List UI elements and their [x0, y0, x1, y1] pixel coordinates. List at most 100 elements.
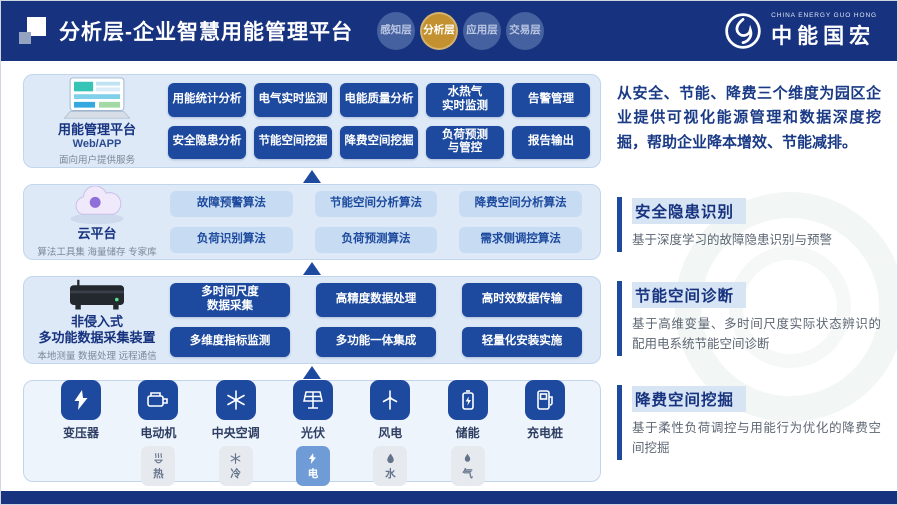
cloud-layer-row: 云平台 算法工具集 海量储存 专家库 故障预警算法 节能空间分析算法 降费空间分…	[23, 184, 601, 260]
electric-icon	[309, 452, 317, 464]
device-item: 储能 气	[435, 380, 501, 486]
collector-feature-grid: 多时间尺度 数据采集 高精度数据处理 高时效数据传输 多维度指标监测 多功能一体…	[168, 283, 590, 357]
info-section-desc: 基于深度学习的故障隐患识别与预警	[632, 232, 833, 247]
feature-pill: 高精度数据处理	[316, 283, 436, 317]
device-label: 光伏	[300, 426, 325, 440]
cold-icon	[230, 452, 241, 464]
platform-feature-grid: 用能统计分析 电气实时监测 电能质量分析 水热气 实时监测 告警管理 安全隐患分…	[168, 82, 590, 160]
device-tile	[215, 380, 256, 420]
platform-layer-label: 用能管理平台 Web/APP 面向用户提供服务	[34, 76, 160, 167]
layer-nav: 感知层 分析层 应用层 交易层	[377, 12, 544, 50]
info-section-desc: 基于高维变量、多时间尺度实际状态辨识的配用电系统节能空间诊断	[632, 316, 881, 352]
feature-pill: 高时效数据传输	[462, 283, 582, 317]
feature-pill: 降费空间挖掘	[340, 125, 418, 160]
page-title: 分析层-企业智慧用能管理平台	[59, 21, 353, 44]
heat-icon	[153, 452, 163, 463]
info-panel: 从安全、节能、降费三个维度为园区企业提供可视化能源管理和数据深度挖掘，帮助企业降…	[617, 74, 897, 486]
nav-badge-perception: 感知层	[377, 12, 415, 50]
up-arrow	[23, 168, 601, 184]
collector-layer-row: 非侵入式 多功能数据采集装置 本地测量 数据处理 远程通信 多时间尺度 数据采集…	[23, 276, 601, 364]
algorithm-pill: 降费空间分析算法	[459, 191, 582, 217]
info-section-safety: 安全隐患识别 基于深度学习的故障隐患识别与预警	[617, 196, 881, 252]
footer-bar	[1, 491, 897, 504]
chip-label: 热	[153, 467, 164, 480]
feature-pill: 轻量化安装实施	[462, 326, 582, 357]
device-item: 电动机 热	[125, 380, 191, 486]
device-label: 中央空调	[211, 426, 260, 440]
energy-chip-heat: 热	[141, 446, 176, 486]
device-item: 光伏 电	[280, 380, 346, 486]
chip-label: 气	[462, 467, 473, 480]
solar-panel-icon	[303, 391, 323, 409]
feature-pill: 报告输出	[512, 125, 590, 160]
cloud-layer-label: 云平台 算法工具集 海量储存 专家库	[34, 186, 160, 258]
feature-pill: 多时间尺度 数据采集	[170, 283, 290, 317]
algorithm-pill: 负荷识别算法	[170, 227, 293, 253]
nav-badge-application: 应用层	[463, 12, 501, 50]
feature-pill: 告警管理	[512, 82, 590, 117]
device-tile	[370, 380, 411, 420]
info-section-energy-saving: 节能空间诊断 基于高维变量、多时间尺度实际状态辨识的配用电系统节能空间诊断	[617, 280, 881, 356]
device-label: 变压器	[62, 426, 99, 440]
device-tile	[447, 380, 488, 420]
device-tile	[292, 380, 333, 420]
platform-note: 面向用户提供服务	[58, 155, 135, 167]
device-tile	[138, 380, 179, 420]
info-section-title: 节能空间诊断	[632, 281, 747, 308]
algorithm-pill: 故障预警算法	[170, 191, 293, 217]
transformer-icon	[74, 390, 88, 410]
nav-badge-analysis: 分析层	[420, 12, 458, 50]
cloud-algorithm-grid: 故障预警算法 节能空间分析算法 降费空间分析算法 负荷识别算法 负荷预测算法 需…	[168, 191, 590, 253]
energy-chip-electric: 电	[295, 446, 330, 486]
architecture-diagram: 用能管理平台 Web/APP 面向用户提供服务 用能统计分析 电气实时监测 电能…	[23, 74, 601, 486]
collector-layer-label: 非侵入式 多功能数据采集装置 本地测量 数据处理 远程通信	[34, 278, 160, 362]
intro-paragraph: 从安全、节能、降费三个维度为园区企业提供可视化能源管理和数据深度挖掘，帮助企业降…	[617, 85, 881, 151]
info-section-title: 降费空间挖掘	[632, 385, 747, 412]
feature-pill: 用能统计分析	[168, 82, 246, 117]
device-item: 风电 水	[357, 380, 423, 486]
info-section-desc: 基于柔性负荷调控与用能行为优化的降费空间挖掘	[632, 420, 881, 456]
device-label: 充电桩	[526, 426, 563, 440]
device-label: 电动机	[140, 426, 177, 440]
feature-pill: 多功能一体集成	[316, 326, 436, 357]
device-item: 中央空调 冷	[203, 380, 269, 486]
device-label: 储能	[455, 426, 480, 440]
water-icon	[387, 453, 394, 463]
brand-name-cn: 中能国宏	[771, 25, 876, 48]
feature-pill: 电能质量分析	[340, 82, 418, 117]
device-tile	[524, 380, 565, 420]
brand: CHINA ENERGY GUO HONG 中能国宏	[724, 12, 877, 50]
device-item: 变压器	[48, 380, 114, 441]
energy-chip-cold: 冷	[218, 446, 253, 486]
device-label: 风电	[378, 426, 403, 440]
info-section-title: 安全隐患识别	[632, 197, 747, 224]
algorithm-pill: 节能空间分析算法	[314, 191, 438, 217]
device-list: 变压器 电动机	[34, 376, 590, 486]
chip-label: 水	[385, 467, 396, 480]
info-section-cost-reduction: 降费空间挖掘 基于柔性负荷调控与用能行为优化的降费空间挖掘	[617, 384, 881, 461]
feature-pill: 节能空间挖掘	[254, 125, 332, 160]
header-bar: 分析层-企业智慧用能管理平台 感知层 分析层 应用层 交易层 CHINA ENE…	[1, 1, 897, 61]
platform-subtitle: Web/APP	[72, 138, 122, 151]
feature-pill: 水热气 实时监测	[426, 82, 504, 117]
device-tile	[61, 380, 101, 420]
energy-chip-gas: 气	[450, 446, 485, 486]
cloud-note: 算法工具集 海量储存 专家库	[37, 246, 157, 258]
collector-note: 本地测量 数据处理 远程通信	[37, 350, 157, 362]
energy-chip-water: 水	[373, 446, 408, 486]
data-collector-device-icon	[70, 280, 124, 310]
brand-text: CHINA ENERGY GUO HONG 中能国宏	[771, 12, 877, 50]
battery-storage-icon	[461, 390, 474, 410]
cloud-platform-icon	[70, 186, 124, 225]
device-layer-row: 变压器 电动机	[23, 380, 601, 486]
device-item: 充电桩	[512, 380, 578, 441]
up-arrow	[23, 260, 601, 276]
hvac-icon	[226, 390, 245, 410]
main-content: 用能管理平台 Web/APP 面向用户提供服务 用能统计分析 电气实时监测 电能…	[1, 61, 897, 491]
up-arrow	[23, 364, 601, 380]
collector-title: 非侵入式 多功能数据采集装置	[38, 314, 156, 345]
motor-icon	[147, 392, 169, 407]
cloud-title: 云平台	[77, 226, 117, 242]
platform-title: 用能管理平台	[57, 121, 136, 137]
